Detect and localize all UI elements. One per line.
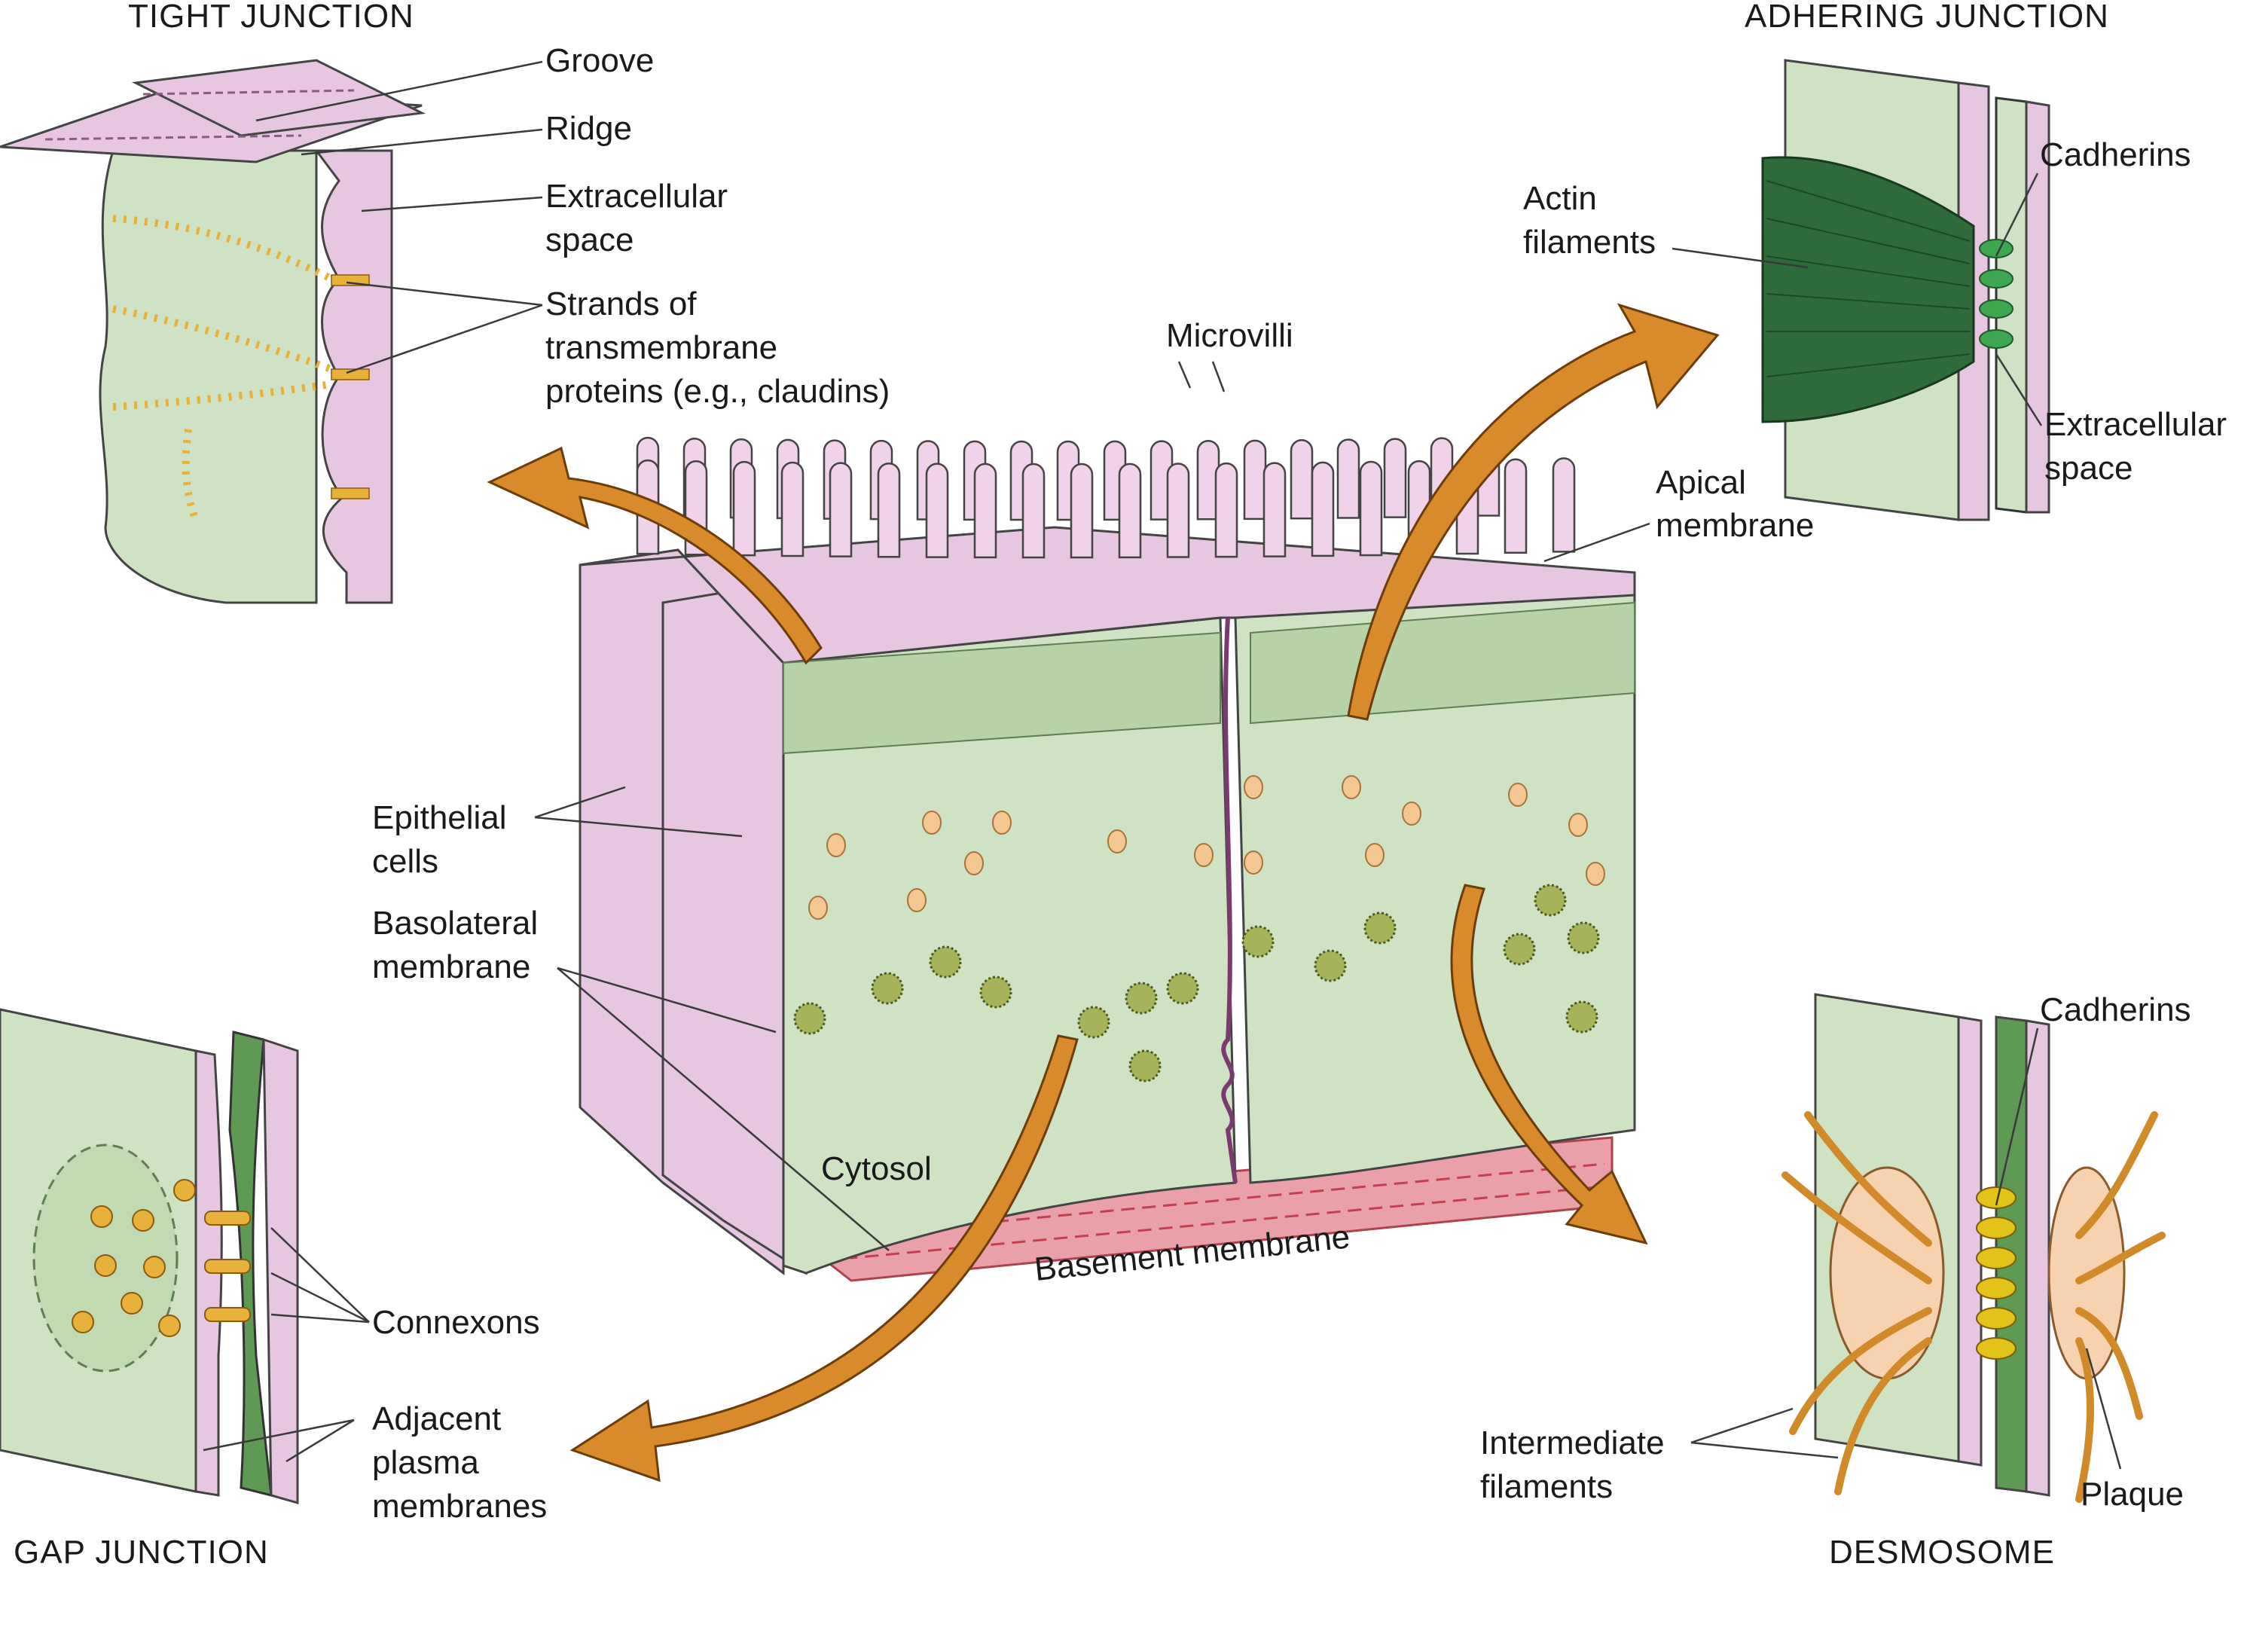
microvillus: [732, 460, 756, 557]
plaque-label: Plaque: [2081, 1476, 2184, 1513]
actin-label-line2: filaments: [1523, 224, 1656, 261]
adhering-cadherins-label: Cadherins: [2040, 136, 2191, 173]
microvillus: [1262, 462, 1287, 557]
gap-junction-leaders: [203, 1227, 370, 1463]
groove-label: Groove: [545, 42, 654, 79]
connexons-label: Connexons: [372, 1304, 540, 1341]
intermediate-label-line1: Intermediate: [1480, 1425, 1665, 1461]
arrow-to-gap-junction: [569, 1034, 1079, 1483]
microvillus: [973, 463, 997, 559]
intermediate-label-line2: filaments: [1480, 1468, 1613, 1505]
microvillus: [1383, 438, 1407, 518]
basolateral-label-line1: Basolateral: [372, 905, 538, 942]
microvillus: [1336, 438, 1360, 519]
desmosome-cadherins-label: Cadherins: [2040, 991, 2191, 1028]
arrow-to-tight-junction: [487, 446, 823, 665]
adhering-junction-title: ADHERING JUNCTION: [1745, 0, 2109, 35]
adjacent-label-line1: Adjacent: [372, 1400, 501, 1437]
desmosome-title: DESMOSOME: [1829, 1534, 2055, 1571]
adhering-extracellular-label-line1: Extracellular: [2044, 406, 2227, 443]
microvillus: [780, 461, 804, 557]
desmosome-leaders: [1690, 1028, 2122, 1470]
adhering-junction-leaders: [1672, 173, 2043, 426]
microvillus: [1359, 460, 1383, 557]
microvillus: [1196, 440, 1220, 521]
microvilli-illustration: [636, 436, 1576, 559]
microvillus: [1118, 463, 1142, 559]
microvillus: [1311, 461, 1335, 557]
tight-junction-illustration: [0, 59, 426, 604]
adhering-junction-illustration: [1761, 59, 2050, 521]
microvillus: [1552, 457, 1576, 553]
microvillus: [1290, 439, 1314, 520]
center-leaders: [534, 361, 1650, 1251]
cytosol-label: Cytosol: [821, 1150, 932, 1187]
microvillus: [1166, 463, 1190, 558]
microvillus: [1021, 463, 1046, 559]
microvillus: [1504, 458, 1528, 554]
microvillus: [1214, 462, 1238, 558]
tight-extracellular-label-line1: Extracellular: [545, 178, 728, 215]
microvillus: [877, 463, 901, 558]
microvillus: [1070, 463, 1094, 559]
arrows: [487, 303, 1720, 1483]
microvillus: [829, 462, 853, 557]
ridge-label: Ridge: [545, 110, 632, 147]
apical-label-line2: membrane: [1656, 507, 1814, 544]
actin-label-line1: Actin: [1523, 180, 1597, 217]
adjacent-label-line3: membranes: [372, 1488, 547, 1525]
microvillus: [925, 463, 949, 558]
arrow-to-desmosome: [1450, 884, 1648, 1245]
tight-extracellular-label-line2: space: [545, 221, 634, 258]
tight-junction-title: TIGHT JUNCTION: [128, 0, 414, 35]
strands-label-line1: Strands of: [545, 286, 697, 322]
microvilli-label: Microvilli: [1166, 317, 1293, 354]
desmosome-illustration: [1781, 993, 2166, 1503]
microvillus: [1243, 439, 1267, 521]
strands-label-line3: proteins (e.g., claudins): [545, 373, 890, 410]
gap-junction-title: GAP JUNCTION: [14, 1534, 269, 1571]
gap-junction-illustration: [0, 1008, 299, 1504]
epithelial-label-line2: cells: [372, 843, 438, 880]
basolateral-label-line2: membrane: [372, 948, 530, 985]
epithelial-cells-illustration: [579, 526, 1636, 1282]
tight-junction-leaders: [255, 60, 543, 374]
arrow-to-adhering-junction: [1347, 303, 1720, 721]
epithelial-label-line1: Epithelial: [372, 799, 507, 836]
apical-label-line1: Apical: [1656, 464, 1746, 501]
adjacent-label-line2: plasma: [372, 1444, 479, 1481]
adhering-extracellular-label-line2: space: [2044, 450, 2133, 487]
strands-label-line2: transmembrane: [545, 329, 777, 366]
